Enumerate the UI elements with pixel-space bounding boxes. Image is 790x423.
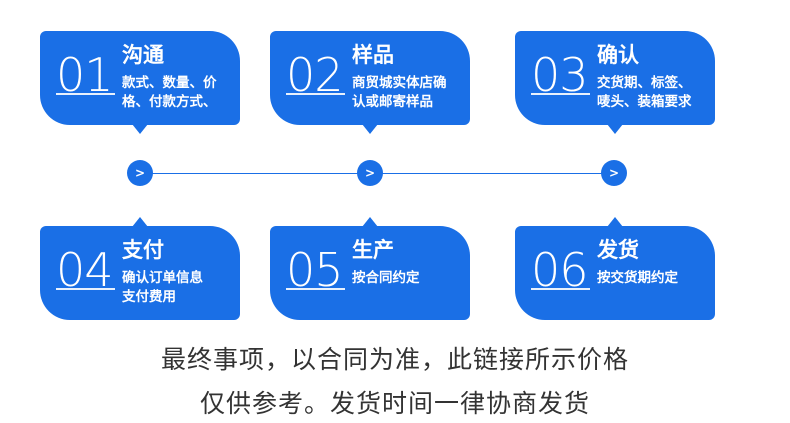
- step-number: 02: [286, 48, 345, 102]
- timeline-arrow-icon: >: [357, 160, 383, 186]
- step-card-02: 02 样品 商贸城实体店确 认或邮寄样品: [270, 31, 470, 134]
- step-number: 04: [56, 243, 115, 297]
- step-title: 发货: [597, 238, 639, 262]
- step-title: 样品: [352, 43, 394, 67]
- step-title: 确认: [597, 43, 639, 67]
- step-card-05: 05 生产 按合同约定: [270, 217, 470, 320]
- step-title: 支付: [122, 238, 164, 262]
- step-card-03: 03 确认 交货期、标签、 唛头、装箱要求: [515, 31, 715, 134]
- step-number: 05: [286, 243, 345, 297]
- step-description: 按合同约定: [352, 270, 420, 286]
- step-number: 03: [531, 48, 590, 102]
- step-description: 款式、数量、价 格、付款方式、: [122, 75, 217, 110]
- step-card-01: 01 沟通 款式、数量、价 格、付款方式、: [40, 31, 240, 134]
- step-number: 01: [56, 48, 115, 102]
- step-card-04: 04 支付 确认订单信息 支付费用: [40, 217, 240, 320]
- footer-note-line-2: 仅供参考。发货时间一律协商发货: [199, 389, 590, 418]
- step-description: 确认订单信息 支付费用: [122, 270, 203, 305]
- step-title: 沟通: [122, 43, 164, 67]
- timeline-arrow-icon: >: [127, 160, 153, 186]
- timeline-arrow-icon: >: [601, 160, 627, 186]
- step-title: 生产: [352, 238, 394, 262]
- step-description: 商贸城实体店确 认或邮寄样品: [352, 75, 447, 110]
- step-description: 按交货期约定: [597, 270, 678, 286]
- step-card-06: 06 发货 按交货期约定: [515, 217, 715, 320]
- step-number: 06: [531, 243, 590, 297]
- step-description: 交货期、标签、 唛头、装箱要求: [597, 75, 692, 110]
- footer-note-line-1: 最终事项，以合同为准，此链接所示价格: [160, 345, 629, 374]
